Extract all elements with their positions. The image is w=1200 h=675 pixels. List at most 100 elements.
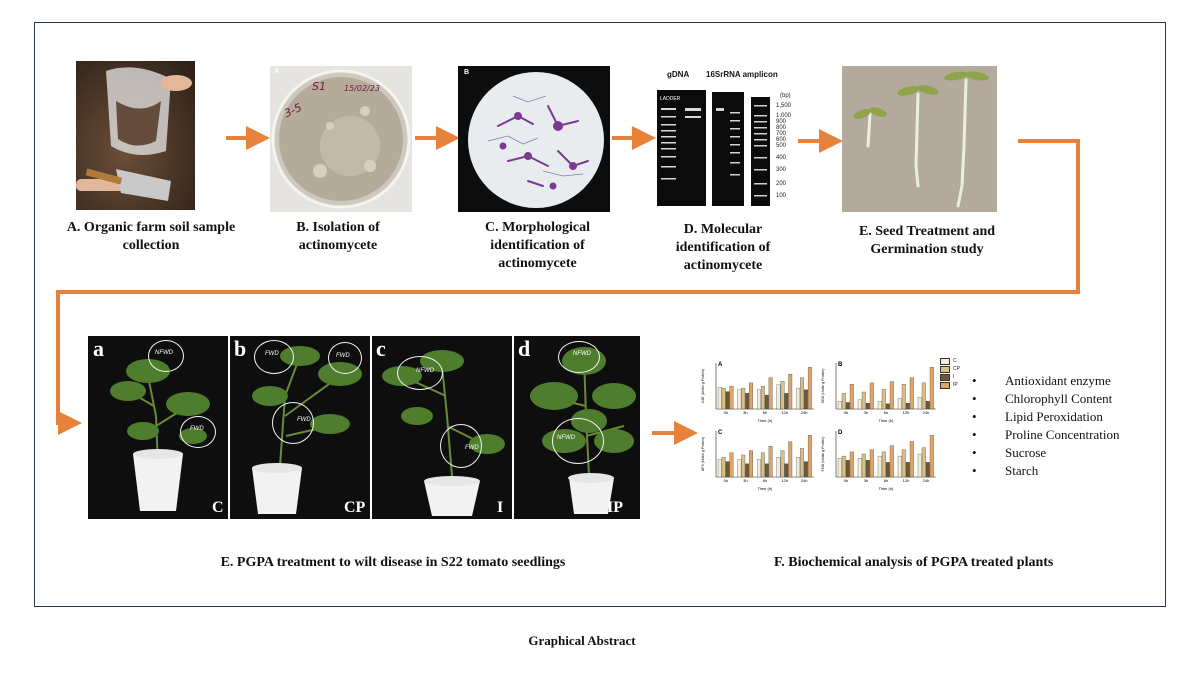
chart-bar [749,450,753,478]
chart-bar [929,435,934,478]
chart-tick-label: 24h [801,478,808,483]
legend-item-cp: CP [940,365,960,373]
biochemical-parameter-list: Antioxidant enzyme Chlorophyll Content L… [972,372,1119,480]
chart-ylabel: POD (Units/ g Protein) [821,437,825,472]
footer-title: Graphical Abstract [528,633,636,648]
chart-bar [729,452,734,478]
chart-bar [837,458,842,478]
chart-bar [917,453,922,478]
bp-mark: 1,500 [776,103,792,109]
chart-bar [757,459,761,478]
disease-ring: FWD [180,416,216,448]
chart-bar [764,463,769,478]
chart-bar [841,455,846,478]
chart-bar [757,389,761,410]
chart-bar [845,460,850,478]
bp-mark: 1,000 [776,113,792,119]
caption-biochemical: F. Biochemical analysis of PGPA treated … [774,555,1054,570]
chart-tick-label: 0h [724,478,728,483]
petri-dish-photo: A S1 15/02/23 3-5 [270,66,412,212]
disease-ring: NFWD [552,418,604,464]
chart-bar [921,447,926,478]
chart-bar [745,463,750,478]
list-item: Proline Concentration [972,426,1119,444]
chart-bar [897,455,902,478]
list-item: Starch [972,462,1119,480]
chart-tick-label: 12h [903,478,910,483]
chart-bar [909,377,914,410]
chart-bar [905,462,910,478]
chart-tick-label: 3h [864,410,868,415]
chart-bar [881,451,886,478]
chart-bar [909,441,914,478]
chart-bar [749,382,753,410]
chart-xlabel: Time (h) [879,486,894,491]
chart-bar [721,457,726,478]
chart-bar [857,399,862,410]
chart-ylabel: SOD (Units/ g Protein) [821,369,825,404]
chart-bar [784,393,789,410]
caption-pgpa-treatment: E. PGPA treatment to wilt disease in S22… [220,555,566,570]
gel-gdna-image: LADDER [657,90,706,206]
chart-bar [865,402,870,410]
plant-code-ip: IP [607,499,623,516]
chart-tick-label: 0h [724,410,728,415]
microscope-panel-letter: B [464,69,470,76]
chart-bar [901,384,906,410]
petri-plate-code: S1 [312,80,326,93]
chart-bar [745,393,750,410]
chart-bar [837,401,842,410]
chart-tick-label: 6h [763,410,767,415]
chart-bar [877,455,882,478]
chart-bar [901,449,906,478]
bp-mark: 600 [776,137,787,143]
disease-ring: NFWD [558,341,600,373]
bp-mark: 200 [776,181,787,187]
chart-bar [857,458,862,478]
chart-bar [804,461,808,478]
chart-tick-label: 12h [903,410,910,415]
chart-bar [725,461,730,478]
legend-item-ip: IP [940,381,960,389]
chart-bar [881,389,886,410]
list-item: Antioxidant enzyme [972,372,1119,390]
plant-code-cp: CP [344,499,366,516]
bp-unit-label: (bp) [780,93,791,99]
disease-ring: FWD [440,424,482,468]
chart-bar [885,403,890,410]
chart-bar [807,367,812,410]
chart-bar [800,448,804,478]
legend-item-i: I [940,373,960,381]
soil-collection-photo [76,61,195,210]
plant-code-c: C [212,499,224,516]
plant-letter-d: d [518,336,531,361]
chart-xlabel: Time (h) [758,486,773,491]
legend-item-c: C [940,357,960,365]
chart-bar [721,387,726,410]
bp-mark: 500 [776,143,787,149]
chart-bar [905,402,910,410]
chart-bar [796,387,801,410]
gel-ladder-image [751,97,770,206]
caption-molecular: D. Molecular identification of actinomyc… [675,222,771,274]
chart-xlabel: Time (h) [758,418,773,423]
caption-isolation: B. Isolation of actinomycete [296,220,380,254]
chart-legend: C CP I IP [940,357,960,389]
gel-amplicon-label: 16SrRNA amplicon [706,70,778,79]
chart-tick-label: 6h [884,478,888,483]
chart-bar [788,441,793,478]
chart-tick-label: 24h [923,478,930,483]
plant-photo-control [88,336,228,519]
chart-bar [725,391,730,410]
chart-bar [861,453,866,478]
chart-bar [889,445,894,478]
bp-mark: 300 [776,167,787,173]
chart-bar [784,463,789,478]
microscope-photo: B [458,66,610,212]
chart-bar [925,401,930,410]
chart-bar [776,457,781,478]
list-item: Chlorophyll Content [972,390,1119,408]
chart-bar [897,398,902,410]
chart-bar [796,457,801,478]
chart-bar [780,380,785,410]
